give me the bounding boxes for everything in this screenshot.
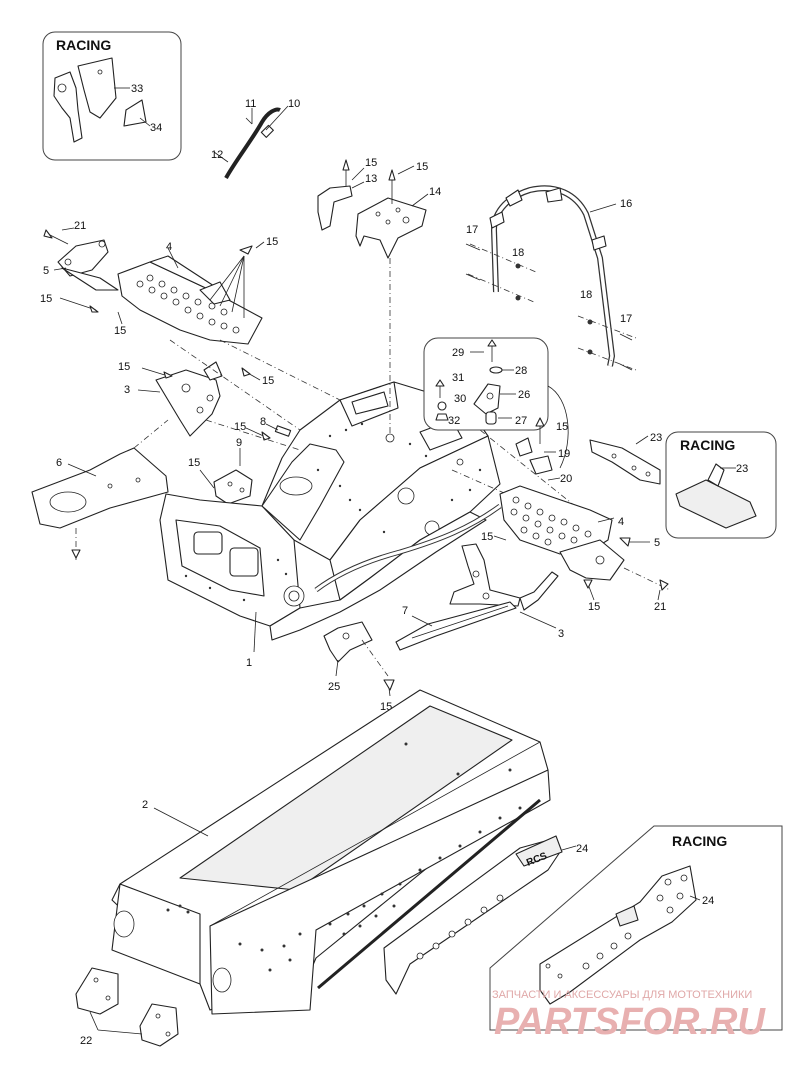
callout-15-d: 15 (40, 293, 52, 305)
callout-15-f: 15 (118, 361, 130, 373)
racing-label-right: RACING (680, 437, 735, 453)
right-bracket-3-and-rail-7: 3 7 (395, 543, 564, 651)
callout-15-h: 15 (188, 457, 200, 469)
racing-inset-top-left: RACING 33 34 (42, 31, 182, 161)
callout-24-a: 24 (576, 843, 588, 855)
callout-17-a: 17 (466, 224, 478, 236)
callout-10: 10 (288, 98, 300, 110)
callout-15-j: 15 (556, 421, 568, 433)
callout-15-e: 15 (114, 325, 126, 337)
watermark-logo: PARTSFOR.RU (494, 1001, 766, 1043)
callout-31: 31 (452, 372, 464, 384)
callout-3-b: 3 (558, 628, 564, 640)
callout-15-k: 15 (481, 531, 493, 543)
callout-15-g: 15 (262, 375, 274, 387)
callout-15-l: 15 (588, 601, 600, 613)
callout-15-c: 15 (266, 236, 278, 248)
callout-19: 19 (558, 448, 570, 460)
racing-inset-bottom-right: RACING 24 (489, 825, 783, 1031)
watermark: ЗАПЧАСТИ И АКСЕССУАРЫ ДЛЯ МОТОТЕХНИКИ PA… (492, 989, 766, 1043)
callout-24-b: 24 (702, 895, 714, 907)
callout-2: 2 (142, 799, 148, 811)
racing-label-bottom: RACING (672, 833, 727, 849)
callout-15-a: 15 (365, 157, 377, 169)
callout-11: 11 (245, 98, 256, 110)
callout-1: 1 (246, 657, 252, 669)
callout-34: 34 (150, 122, 162, 134)
callout-17-b: 17 (620, 313, 632, 325)
callout-14: 14 (429, 186, 441, 198)
callout-8: 8 (260, 416, 266, 428)
callout-18-b: 18 (580, 289, 592, 301)
callout-15-i: 15 (234, 421, 246, 433)
callout-15-b: 15 (416, 161, 428, 173)
loop-handle-16: 16 17 18 18 17 (465, 185, 637, 371)
bracket-13-14: 15 13 15 14 (317, 157, 441, 259)
callout-22: 22 (80, 1035, 92, 1047)
callout-6: 6 (56, 457, 62, 469)
callout-21-a: 21 (74, 220, 86, 232)
callout-4-a: 4 (166, 241, 172, 253)
callout-18-a: 18 (512, 247, 524, 259)
callout-30: 30 (454, 393, 466, 405)
tunnel-2: 2 (111, 689, 551, 1015)
rail-24: RCS 24 (383, 835, 588, 995)
callout-27: 27 (515, 415, 527, 427)
callout-28: 28 (515, 365, 527, 377)
left-foot-plate-assembly: 21 5 4 15 15 15 (40, 220, 278, 345)
callout-3-a: 3 (124, 384, 130, 396)
callout-26: 26 (518, 389, 530, 401)
callout-29: 29 (452, 347, 464, 359)
callout-5-a: 5 (43, 265, 49, 277)
callout-16: 16 (620, 198, 632, 210)
watermark-tagline: ЗАПЧАСТИ И АКСЕССУАРЫ ДЛЯ МОТОТЕХНИКИ (492, 989, 752, 1001)
racing-label: RACING (56, 37, 111, 53)
callout-23-b: 23 (736, 463, 748, 475)
racing-inset-right-23: 23 RACING 23 (589, 431, 777, 539)
callout-20: 20 (560, 473, 572, 485)
belly-pan-6: 6 (31, 419, 169, 560)
main-frame-1: 1 (159, 258, 581, 669)
callout-32: 32 (448, 415, 460, 427)
right-foot-plate-assembly: 15 19 20 4 5 15 15 21 (481, 417, 671, 613)
callout-33: 33 (131, 83, 143, 95)
callout-21-b: 21 (654, 601, 666, 613)
callout-4-b: 4 (618, 516, 624, 528)
bracket-8-9: 9 15 8 15 (188, 416, 292, 505)
callout-7: 7 (402, 605, 408, 617)
callout-13: 13 (365, 173, 377, 185)
callout-23-a: 23 (650, 432, 662, 444)
bracket-25: 25 15 (323, 621, 395, 713)
left-bracket-3: 3 15 15 (118, 361, 274, 437)
plates-22: 22 (75, 967, 179, 1047)
callout-25: 25 (328, 681, 340, 693)
callout-12: 12 (211, 149, 223, 161)
cable-assembly: 11 10 12 (211, 98, 300, 179)
callout-9: 9 (236, 437, 242, 449)
callout-5-b: 5 (654, 537, 660, 549)
inset-26-32: 29 28 31 26 30 32 27 (423, 337, 569, 469)
